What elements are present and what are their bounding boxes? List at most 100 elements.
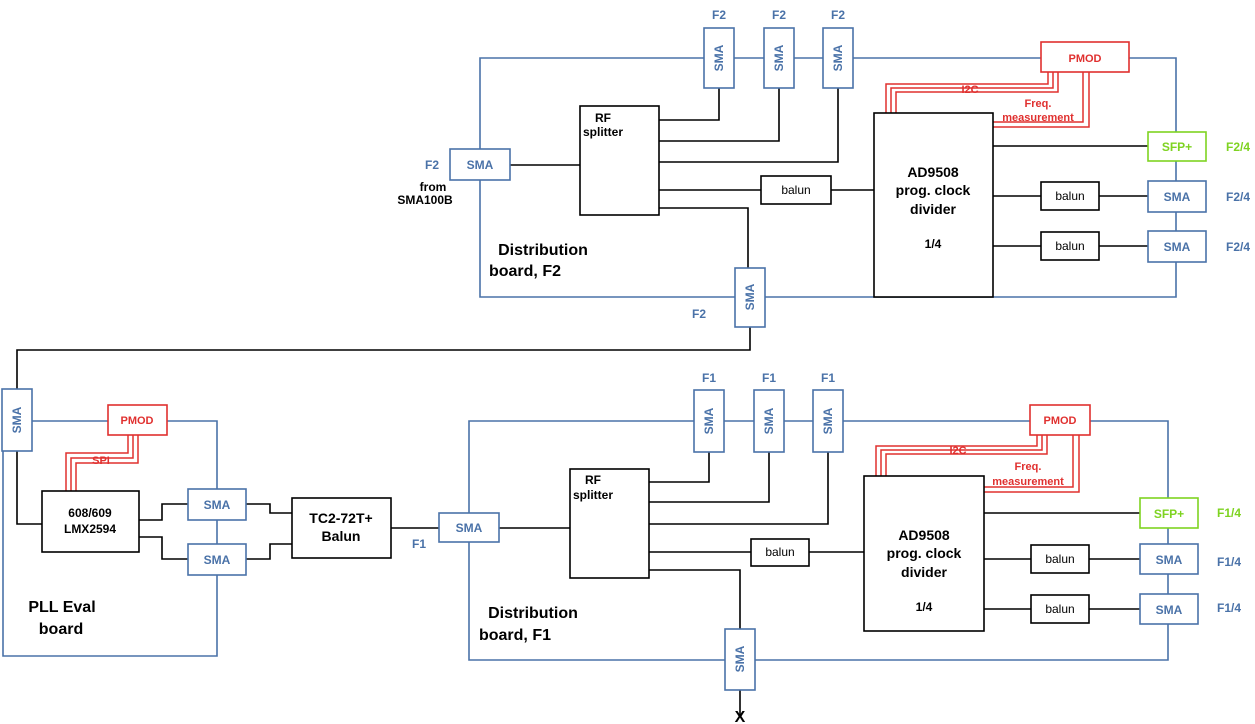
sma-out-f2-3-label: SMA — [831, 44, 845, 71]
sma-out-f1-1 — [693, 389, 725, 453]
sma-out-f1-1-label: SMA — [702, 407, 716, 434]
sma-pll-input-label: SMA — [10, 406, 24, 433]
freq-label-f2-4-a: F2/4 — [1226, 190, 1250, 204]
balun-f2-b-label: balun — [1055, 239, 1084, 253]
sma-f2-4-b-label: SMA — [1164, 240, 1191, 254]
balun-f2-splitter-label: balun — [781, 183, 810, 197]
pmod-f2-label: PMOD — [1069, 53, 1102, 65]
tc2-label-2: Balun — [322, 528, 361, 544]
freq-label-f1-4-b: F1/4 — [1217, 601, 1241, 615]
freq-label-f1-3: F1 — [821, 371, 835, 385]
pmod-f1 — [1029, 404, 1091, 436]
ad9508-f2-label-2: prog. clock — [896, 182, 971, 198]
sfp-f1-label: SFP+ — [1154, 507, 1184, 521]
freq-label-f2-bottom: F2 — [692, 307, 706, 321]
sma-out-f2-2 — [763, 27, 795, 89]
sma-f1-bottom-label: SMA — [733, 645, 747, 672]
sma-f1-4-b — [1139, 593, 1199, 625]
sma-pll-out-1 — [187, 488, 247, 521]
ad9508-f2-label-3: divider — [910, 201, 956, 217]
rf-splitter-f1 — [569, 468, 650, 579]
balun-f1-b-label: balun — [1045, 602, 1074, 616]
balun-f1-a — [1030, 544, 1090, 574]
control-lines — [65, 72, 1090, 493]
lmx-label-2: LMX2594 — [64, 522, 116, 536]
rf-splitter-f2-label-1: RF — [595, 111, 611, 125]
ad9508-f2 — [873, 112, 994, 298]
from-label: from — [420, 180, 447, 194]
board-f1-title-2: board, F1 — [479, 627, 551, 644]
sma-pll-input — [1, 388, 33, 452]
sma-f2-bottom — [734, 267, 766, 328]
lmx-label-1: 608/609 — [68, 506, 112, 520]
ad9508-f2-ratio: 1/4 — [925, 237, 942, 251]
sma-out-f2-1-label: SMA — [712, 44, 726, 71]
freq-label-f2-1: F2 — [712, 8, 726, 22]
freq-label-f1-2: F1 — [762, 371, 776, 385]
i2c-f1-label: I2C — [949, 445, 966, 457]
sma-input-f2 — [449, 148, 511, 181]
source-label: SMA100B — [397, 193, 453, 207]
pmod-f2 — [1040, 41, 1130, 73]
freq-label-f2-input: F2 — [425, 158, 439, 172]
rf-splitter-f1-label-2: splitter — [573, 488, 613, 502]
freq-label-f1-pll: F1 — [412, 537, 426, 551]
sma-f1-4-a-label: SMA — [1156, 553, 1183, 567]
distribution-board-f2-outline — [479, 57, 1177, 298]
rf-splitter-f2-label-2: splitter — [583, 125, 623, 139]
distribution-board-f1-outline — [468, 420, 1169, 661]
sma-f2-4-a-label: SMA — [1164, 190, 1191, 204]
sfp-f2-label: SFP+ — [1162, 140, 1192, 154]
pmod-pll-label: PMOD — [121, 415, 154, 427]
board-f2-title-1: Distribution — [498, 242, 588, 259]
pmod-f1-label: PMOD — [1044, 415, 1077, 427]
pll-title-2: board — [39, 621, 83, 638]
sma-input-f1 — [438, 512, 500, 543]
rf-splitter-f2 — [579, 105, 660, 216]
sfp-f2 — [1147, 131, 1207, 162]
sma-f2-4-b — [1147, 230, 1207, 263]
sma-out-f1-3 — [812, 389, 844, 453]
sma-out-f1-2-label: SMA — [762, 407, 776, 434]
ad9508-f1 — [863, 475, 985, 632]
ad9508-f1-label-3: divider — [901, 564, 947, 580]
sma-out-f1-2 — [753, 389, 785, 453]
spi-label: SPI — [92, 455, 110, 467]
balun-f2-b — [1040, 231, 1100, 261]
balun-f1-splitter-label: balun — [765, 545, 794, 559]
board-f1-title-1: Distribution — [488, 605, 578, 622]
sma-input-f1-label: SMA — [456, 521, 483, 535]
balun-f1-b — [1030, 594, 1090, 624]
sma-input-f2-label: SMA — [467, 158, 494, 172]
balun-f1-splitter — [750, 538, 810, 567]
sma-out-f2-3 — [822, 27, 854, 89]
sma-pll-out-1-label: SMA — [204, 498, 231, 512]
freq-label-f1-1: F1 — [702, 371, 716, 385]
freq-label-f1-4-a: F1/4 — [1217, 555, 1241, 569]
freq-meas-f2-label-2: measurement — [1002, 112, 1074, 124]
tc2-72t-balun — [291, 497, 392, 559]
sma-pll-out-2-label: SMA — [204, 553, 231, 567]
freq-meas-f1-label-2: measurement — [992, 476, 1064, 488]
sma-f2-4-a — [1147, 180, 1207, 213]
sma-out-f2-1 — [703, 27, 735, 89]
sfp-f1 — [1139, 497, 1199, 529]
board-f2-title-2: board, F2 — [489, 263, 561, 280]
tc2-label-1: TC2-72T+ — [309, 510, 372, 526]
i2c-f2-label: I2C — [961, 84, 978, 96]
balun-f2-a — [1040, 181, 1100, 211]
freq-label-f2-4-b: F2/4 — [1226, 240, 1250, 254]
ad9508-f1-label-2: prog. clock — [887, 545, 962, 561]
freq-label-sfp-f1: F1/4 — [1217, 506, 1241, 520]
sma-f1-bottom — [724, 628, 756, 691]
termination-x: X — [735, 709, 746, 724]
sma-pll-out-2 — [187, 543, 247, 576]
sma-out-f2-2-label: SMA — [772, 44, 786, 71]
ad9508-f1-ratio: 1/4 — [916, 600, 933, 614]
ad9508-f1-label-1: AD9508 — [898, 527, 950, 543]
ad9508-f2-label-1: AD9508 — [907, 164, 959, 180]
lmx2594-chip — [41, 490, 140, 553]
pmod-pll — [107, 404, 168, 436]
freq-label-sfp-f2: F2/4 — [1226, 140, 1250, 154]
